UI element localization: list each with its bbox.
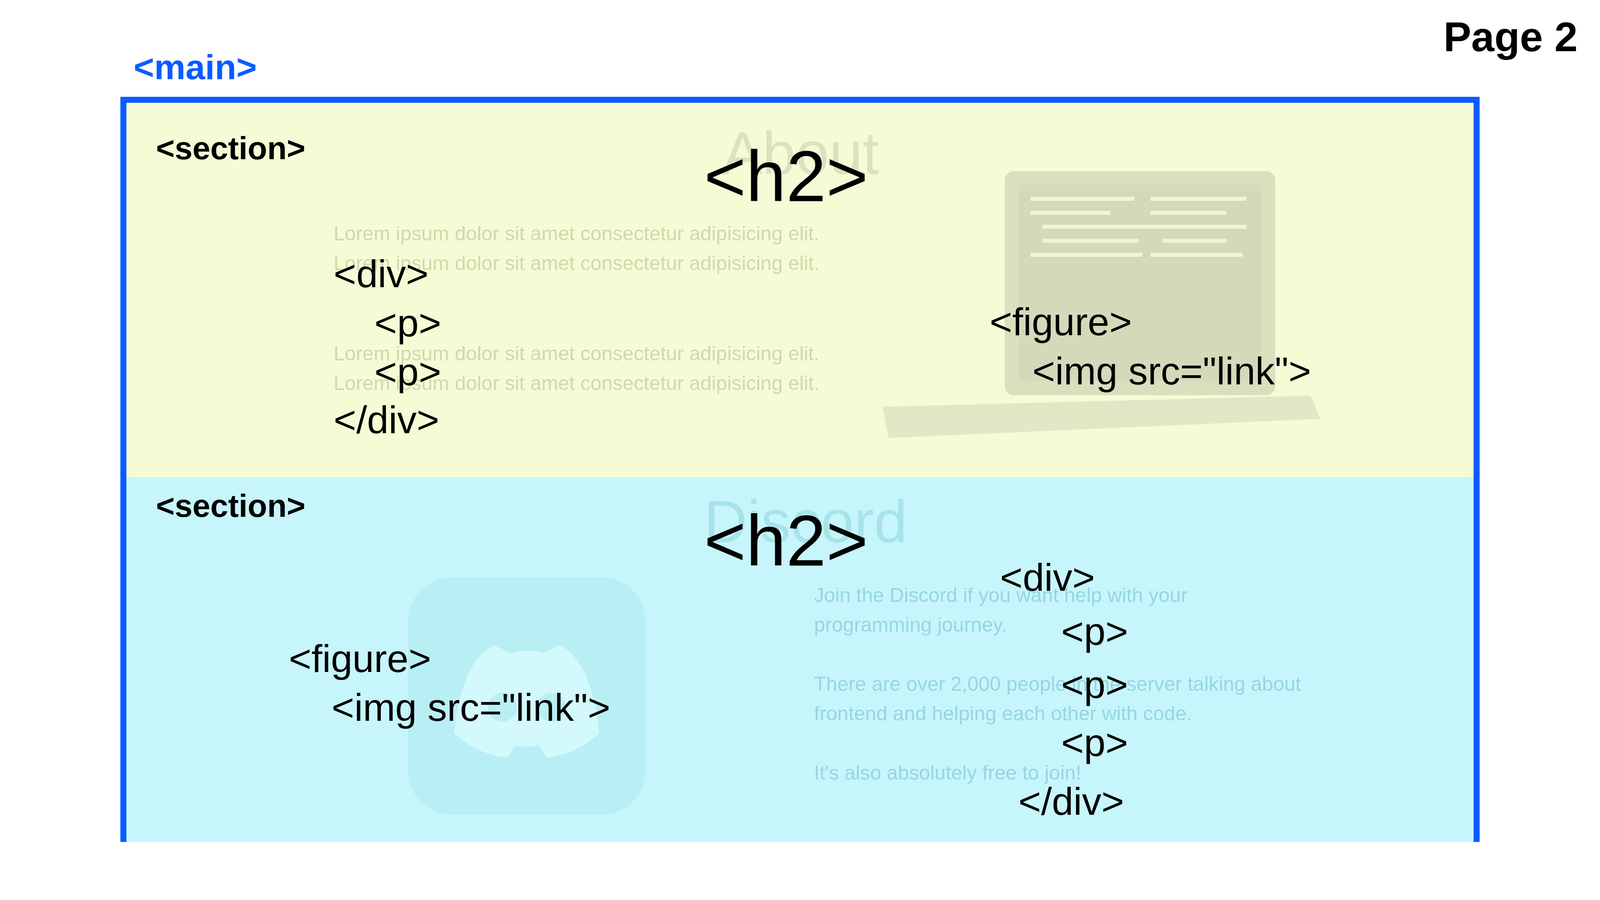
- code-tag: <figure>: [288, 636, 432, 682]
- code-tag: </div>: [333, 397, 440, 443]
- code-line: [1162, 238, 1227, 243]
- page-label: Page 2: [1443, 16, 1578, 58]
- code-line: [1150, 196, 1247, 201]
- code-line: [1150, 210, 1227, 215]
- code-line: [1162, 224, 1247, 229]
- laptop-base: [882, 395, 1321, 438]
- code-tag: <p>: [374, 349, 442, 395]
- tag-heading: <h2>: [704, 499, 868, 582]
- code-tag: <figure>: [989, 299, 1132, 345]
- tag-label: <main>: [133, 46, 257, 88]
- code-tag: <p>: [1061, 609, 1128, 654]
- main-container: <main> <section>About<h2>Lorem ipsum dol…: [120, 96, 1480, 842]
- tag-heading: <h2>: [704, 134, 868, 218]
- code-line: [1150, 252, 1243, 257]
- code-line: [1042, 224, 1163, 229]
- code-tag: <p>: [1061, 662, 1128, 708]
- code-tag: <img src="link">: [1032, 348, 1312, 394]
- section-band: <section>About<h2>Lorem ipsum dolor sit …: [126, 102, 1474, 478]
- code-tag: </div>: [1018, 779, 1124, 824]
- code-tag: <p>: [374, 300, 442, 346]
- code-tag: <img src="link">: [331, 685, 611, 730]
- tag-label: <section>: [156, 130, 306, 167]
- code-tag: <p>: [1061, 720, 1128, 766]
- code-line: [1030, 252, 1143, 257]
- code-line: [1030, 196, 1135, 201]
- code-line: [1030, 210, 1111, 215]
- code-tag: <div>: [333, 251, 429, 297]
- code-line: [1042, 238, 1139, 243]
- section-band: <section>Discord<h2><figure><img src="li…: [126, 477, 1474, 842]
- tag-label: <section>: [156, 487, 306, 525]
- code-tag: <div>: [1000, 555, 1095, 600]
